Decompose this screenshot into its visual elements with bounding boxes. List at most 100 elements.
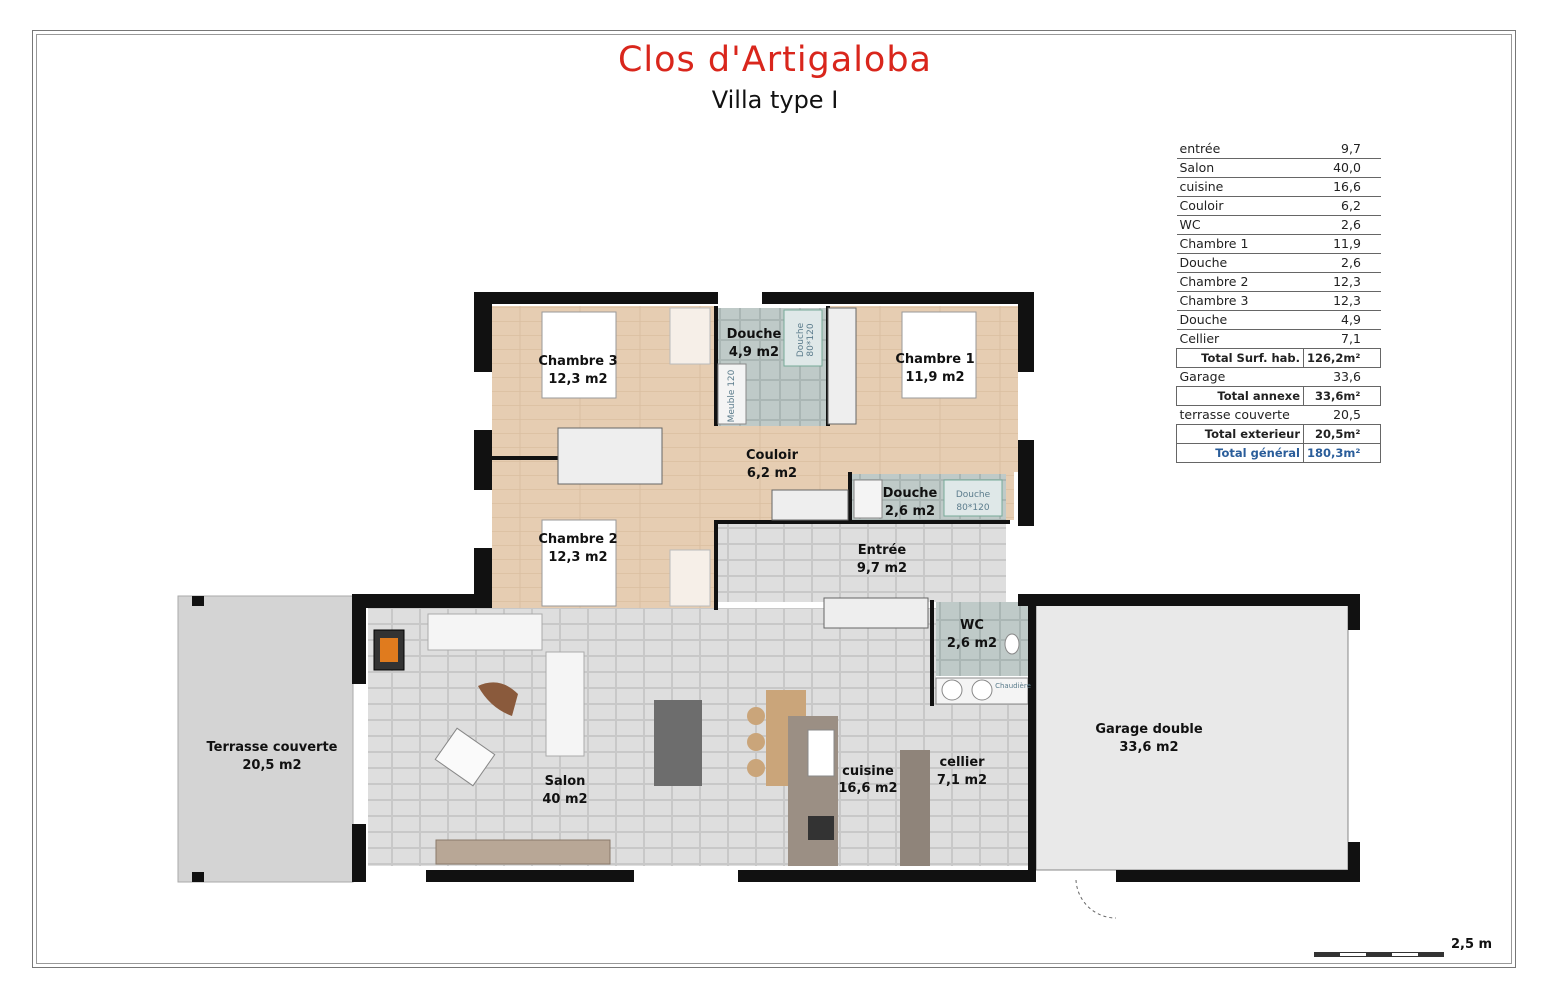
chambre1-area: 11,9 m2	[905, 370, 964, 385]
sink-douche2	[853, 479, 883, 519]
tv-cabinet	[435, 839, 611, 865]
total-annexe-value: 33,6m²	[1302, 386, 1382, 406]
area-row-label: Couloir	[1176, 196, 1304, 216]
chambre1-name: Chambre 1	[895, 352, 974, 367]
garage-name: Garage double	[1095, 722, 1203, 737]
area-row-label: Chambre 2	[1176, 272, 1304, 292]
shower-tray-1	[783, 309, 823, 367]
bed-chambre1	[901, 311, 977, 399]
drawing-frame	[32, 30, 1516, 968]
douche2-area: 2,6 m2	[885, 504, 935, 519]
desk-chambre2	[669, 549, 711, 607]
area-row-value: 2,6	[1303, 215, 1381, 235]
wardrobe	[557, 427, 663, 485]
chambre2-area: 12,3 m2	[548, 550, 607, 565]
total-ext-value: 20,5m²	[1302, 424, 1382, 444]
wc-name: WC	[960, 618, 984, 633]
scale-label: 2,5 m	[1451, 937, 1493, 952]
terrace-post	[192, 596, 204, 606]
dining-table	[654, 700, 702, 786]
vanity-unit	[717, 363, 747, 425]
bar-stool	[747, 707, 765, 725]
dryer	[971, 679, 993, 701]
wardrobe	[827, 307, 857, 425]
bed-chambre3	[541, 311, 617, 399]
scale-bar	[1314, 942, 1444, 957]
douche1-name: Douche	[727, 327, 782, 342]
cellier-area: 7,1 m2	[937, 773, 987, 788]
area-row-value: 11,9	[1303, 234, 1381, 254]
cellier-shelf	[900, 750, 930, 866]
area-row-value: 16,6	[1303, 177, 1381, 197]
salon-name: Salon	[545, 774, 586, 789]
douche2-name: Douche	[883, 486, 938, 501]
area-row-value: 4,9	[1303, 310, 1381, 330]
bar-stool	[747, 759, 765, 777]
washer	[941, 679, 963, 701]
terrace-post	[192, 872, 204, 882]
area-row-value: 2,6	[1303, 253, 1381, 273]
chaudiere-label: Chaudière	[995, 682, 1031, 690]
area-row-label: entrée	[1176, 140, 1304, 159]
area-table-row: Total Surf. hab.126,2m²	[1176, 348, 1382, 368]
area-row-value: 12,3	[1303, 272, 1381, 292]
cellier-name: cellier	[939, 755, 985, 770]
garage-row-label: Garage	[1176, 367, 1304, 387]
area-row-value: 6,2	[1303, 196, 1381, 216]
couloir-name: Couloir	[746, 448, 799, 463]
cellier-floor	[932, 700, 1028, 866]
garage-row-value: 33,6	[1303, 367, 1381, 387]
kitchen-sink	[807, 729, 835, 777]
cuisine-name: cuisine	[842, 764, 894, 779]
area-row-value: 12,3	[1303, 291, 1381, 311]
area-row-label: Douche	[1176, 310, 1304, 330]
coffee-table	[434, 727, 496, 787]
shower2-size: 80*120	[956, 503, 989, 513]
area-row-value: 7,1	[1303, 329, 1381, 349]
area-row-label: WC	[1176, 215, 1304, 235]
sofa-back	[427, 613, 543, 651]
area-row-value: 9,7	[1303, 140, 1381, 159]
area-row-label: Cellier	[1176, 329, 1304, 349]
terrasse-name: Terrasse couverte	[207, 740, 338, 755]
wardrobe	[771, 489, 849, 521]
fireplace-fire	[380, 638, 398, 662]
desk-chambre3	[669, 307, 711, 365]
sofa-side	[545, 651, 585, 757]
wardrobe	[823, 597, 929, 629]
chambre2-name: Chambre 2	[538, 532, 617, 547]
rug	[478, 682, 518, 716]
garage-door-swing	[1075, 879, 1117, 919]
total-gen-label: Total général	[1176, 443, 1304, 463]
terrasse-area: 20,5 m2	[242, 758, 301, 773]
terrace-area	[177, 595, 354, 883]
shower-tray-2	[943, 479, 1003, 517]
douche1-area: 4,9 m2	[729, 345, 779, 360]
page-title: Clos d'Artigaloba	[617, 40, 933, 80]
entree-name: Entrée	[858, 543, 907, 558]
garage-area: 33,6 m2	[1119, 740, 1178, 755]
total-hab-label: Total Surf. hab.	[1176, 348, 1304, 368]
entree-floor	[716, 524, 1006, 602]
cuisine-area: 16,6 m2	[838, 781, 897, 796]
area-row-value: 40,0	[1303, 158, 1381, 178]
total-hab-value: 126,2m²	[1302, 348, 1382, 368]
vanity-label: Meuble 120	[727, 369, 737, 422]
area-row-label: Douche	[1176, 253, 1304, 273]
toilet-wc	[1004, 633, 1020, 655]
couloir-area: 6,2 m2	[747, 466, 797, 481]
bar-stool	[747, 733, 765, 751]
